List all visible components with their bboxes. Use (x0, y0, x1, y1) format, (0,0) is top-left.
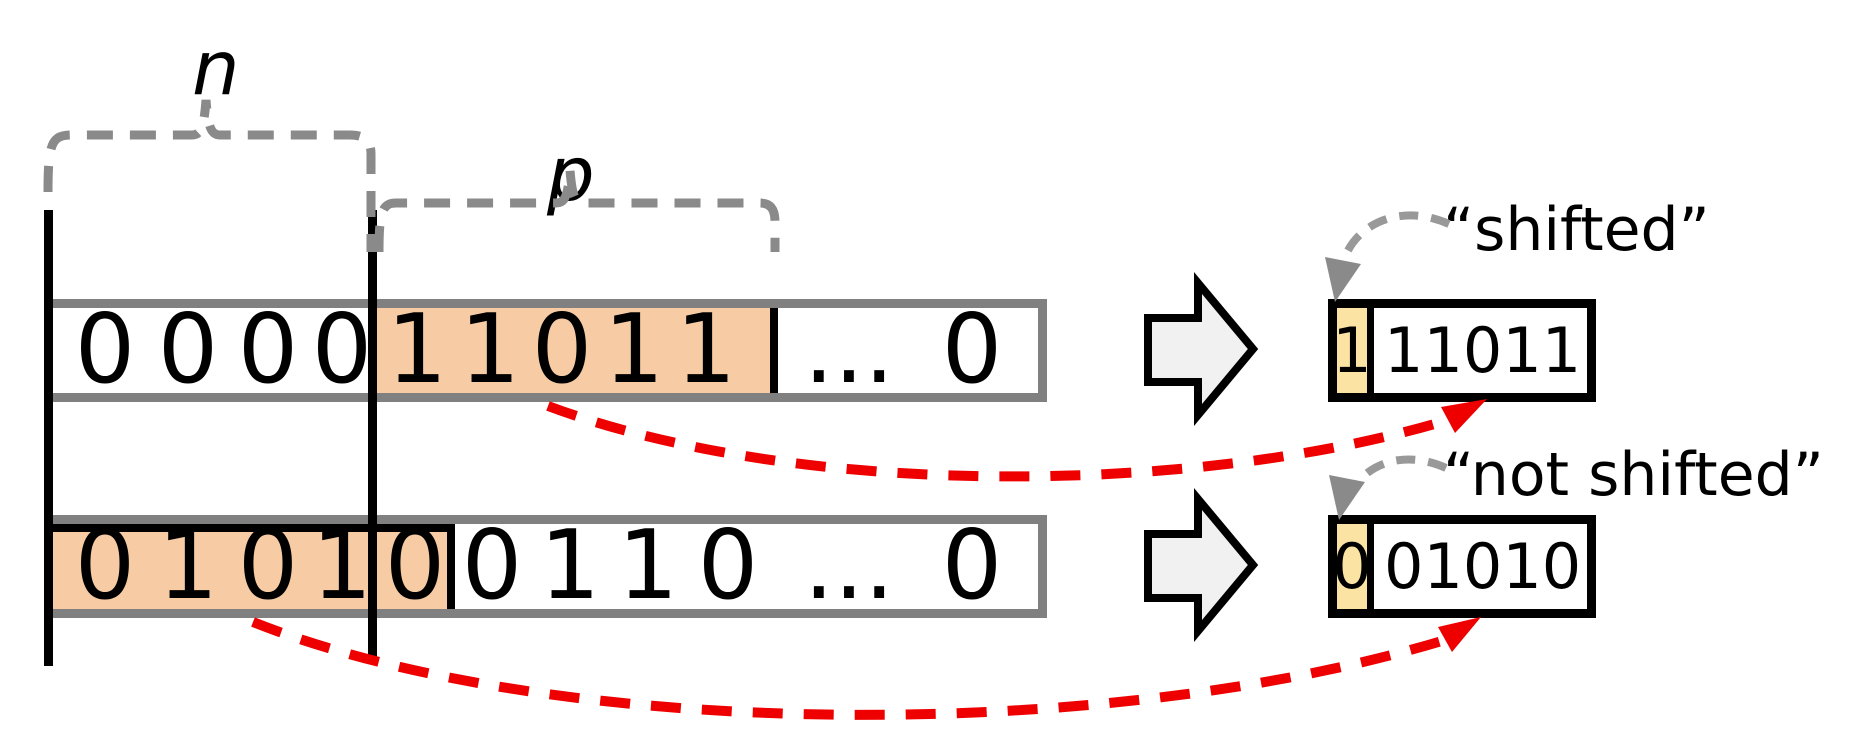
flag-divider (1367, 524, 1374, 609)
register-value: 11011 (1384, 314, 1582, 387)
bit-cell: 0 (531, 295, 593, 405)
row1-highlight-region (373, 308, 778, 393)
not-shifted-label: “not shifted” (1443, 440, 1824, 510)
flag-bit: 1 (1332, 314, 1372, 387)
shifted-label: “shifted” (1443, 195, 1710, 265)
red-dashed-arrow-not-shifted (251, 617, 1447, 720)
bit-cell: 1 (311, 511, 373, 621)
bit-cell: 0 (941, 295, 1003, 405)
gray-dashed-arrow-shifted (1340, 211, 1451, 262)
gray-dashed-arrow-not-shifted (1344, 455, 1448, 502)
bit-cell: 0 (157, 295, 219, 405)
bit-cell: 0 (461, 511, 523, 621)
row2-highlight-region (48, 524, 455, 609)
red-arrowhead-icon (1441, 399, 1487, 433)
left-boundary-line (44, 210, 53, 666)
ellipsis: ... (803, 295, 895, 405)
red-dashed-arrow-shifted (546, 401, 1450, 482)
p-label: p (547, 130, 595, 218)
carry-bit-cell: 0 (384, 511, 446, 621)
bit-cell: 0 (237, 511, 299, 621)
red-arrowhead-icon (1438, 617, 1481, 652)
flag-bit: 0 (1332, 530, 1372, 603)
register-value: 01010 (1384, 530, 1582, 603)
ellipsis: ... (803, 511, 895, 621)
bit-cell: 1 (675, 295, 737, 405)
n-boundary-line (368, 210, 377, 664)
gray-arrowhead-icon (1325, 257, 1361, 302)
flag-divider (1367, 308, 1374, 393)
bit-cell: 1 (617, 511, 679, 621)
bit-cell: 0 (697, 511, 759, 621)
gray-arrowhead-icon (1329, 475, 1365, 520)
bit-cell: 1 (459, 295, 521, 405)
bit-cell: 1 (539, 511, 601, 621)
bit-cell: 1 (603, 295, 665, 405)
block-arrow-icon (1144, 271, 1259, 427)
n-brace (43, 99, 376, 252)
bit-cell: 0 (74, 511, 136, 621)
bit-cell: 0 (237, 295, 299, 405)
flag-cell (1337, 308, 1367, 393)
n-label: n (192, 24, 240, 112)
bit-cell: 0 (941, 511, 1003, 621)
block-arrow-icon (1144, 487, 1259, 643)
bit-cell: 0 (74, 295, 136, 405)
flag-cell (1337, 524, 1367, 609)
bit-cell: 1 (386, 295, 448, 405)
bit-cell: 0 (311, 295, 373, 405)
bit-cell: 1 (157, 511, 219, 621)
